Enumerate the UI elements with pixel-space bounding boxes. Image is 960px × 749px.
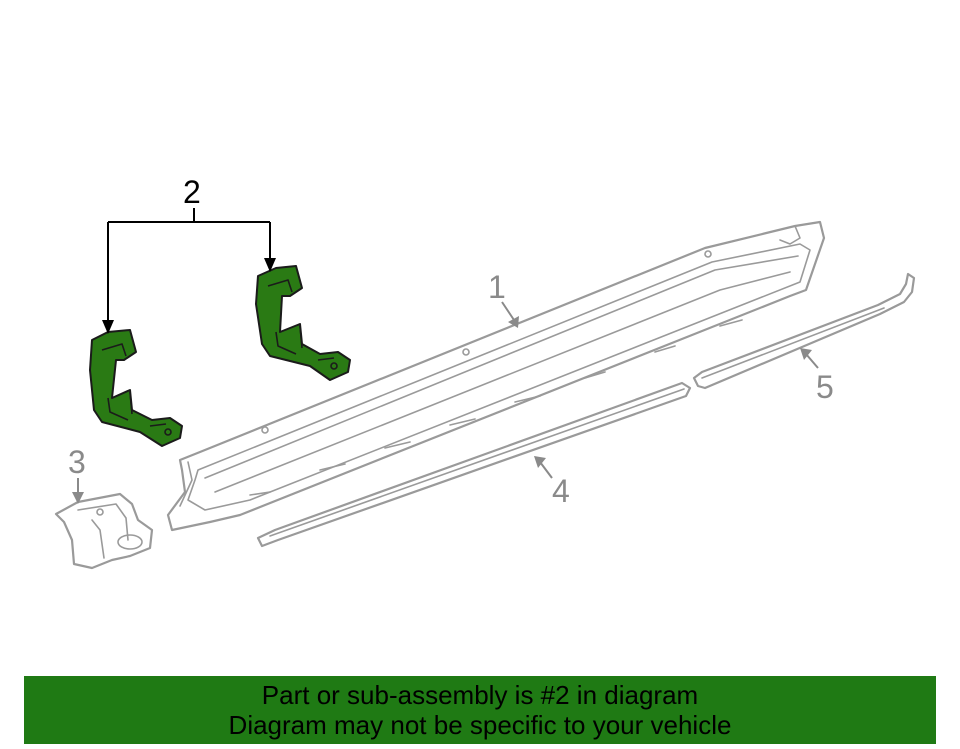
callout-5: 5 (816, 369, 834, 405)
callout-4-leader (534, 456, 553, 479)
part-5-molding-strip[interactable] (692, 272, 916, 390)
part-3-bracket[interactable] (54, 492, 154, 570)
banner-line-1: Part or sub-assembly is #2 in diagram (261, 680, 699, 710)
part-2-support-bracket-right[interactable] (255, 265, 351, 381)
info-banner: Part or sub-assembly is #2 in diagram Di… (24, 676, 936, 744)
part-1-running-board[interactable] (166, 220, 826, 532)
banner-line-2: Diagram may not be specific to your vehi… (228, 710, 732, 740)
part-2-support-bracket-left[interactable] (89, 329, 183, 447)
callout-3-leader (72, 478, 84, 504)
callout-5-leader (800, 348, 819, 369)
callout-1-leader (501, 301, 519, 328)
callout-2: 2 (183, 174, 201, 210)
callout-2-leader (102, 208, 276, 334)
parts-diagram: 2 1 3 4 5 (54, 174, 916, 570)
callout-4: 4 (552, 473, 570, 509)
callout-3: 3 (68, 444, 86, 480)
callout-1: 1 (488, 269, 506, 305)
part-4-lower-molding[interactable] (256, 381, 692, 548)
